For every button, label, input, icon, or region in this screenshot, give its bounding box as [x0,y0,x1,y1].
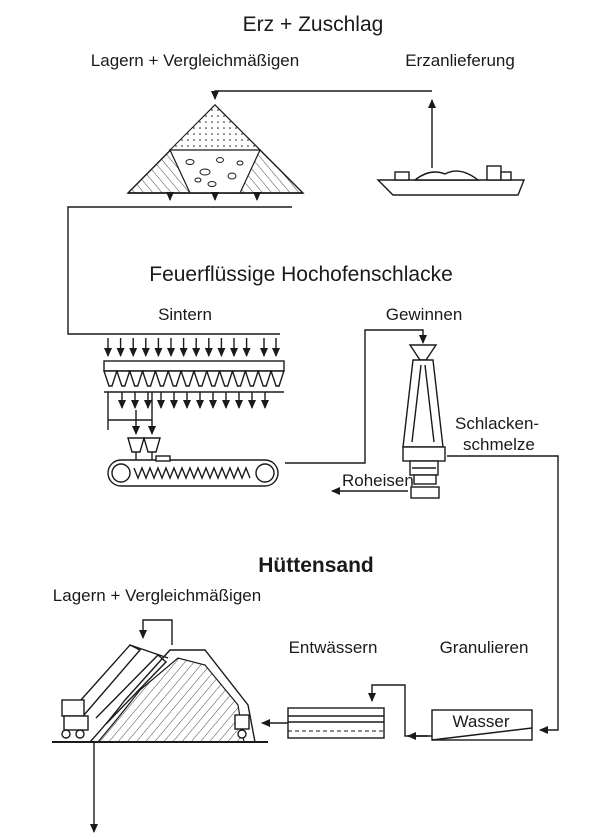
blast-furnace-icon [402,344,446,499]
cargo-ship-icon [376,165,526,196]
bunker-cone [103,370,118,387]
melt-label-2: schmelze [463,435,535,454]
sinter-label: Sintern [158,305,212,324]
melt-to-granulation-arrow [447,455,559,734]
bunker-cone [218,370,234,387]
melt-label-1: Schlacken- [455,414,539,433]
bunker-cone [141,370,157,387]
ore-delivery-label: Erzanlieferung [405,51,515,70]
bunker-cone [244,370,260,387]
bunker-cone [205,370,221,387]
dewatering-tank-icon [287,707,385,739]
bunker-cone [154,370,170,387]
bunker-cone [231,370,247,387]
delivery-to-pile-arrow [211,90,432,100]
dewater-label: Entwässern [289,638,378,657]
bunker-cone [167,370,183,387]
bunker-cone [257,370,273,387]
bunker-cone [128,370,144,387]
iron-label: Roheisen [342,471,414,490]
bunker-cone [270,370,285,387]
granulation-tank-icon [431,709,533,741]
slag-section-title: Feuerflüssige Hochofenschlacke [149,263,453,286]
bunker-cone [115,370,131,387]
granulate-label: Granulieren [440,638,529,657]
sand-storage-hall-icon [52,644,268,743]
win-label: Gewinnen [386,305,463,324]
sand-store-label: Lagern + Vergleichmäßigen [53,586,261,605]
pile-to-sinter-line [67,206,292,335]
belt-to-furnace-arrow [285,329,427,464]
storage-feed-arrow [139,619,173,645]
sinter-belt-icon [107,455,279,487]
sinter-bunkers-icon [103,338,285,460]
bunker-cone [180,370,195,387]
ore-stockpile-icon [126,104,305,201]
ore-section-title: Erz + Zuschlag [243,13,384,36]
bunker-cone [192,370,208,387]
sand-section-title: Hüttensand [258,554,374,577]
water-label: Wasser [453,712,510,731]
ore-store-label: Lagern + Vergleichmäßigen [91,51,299,70]
